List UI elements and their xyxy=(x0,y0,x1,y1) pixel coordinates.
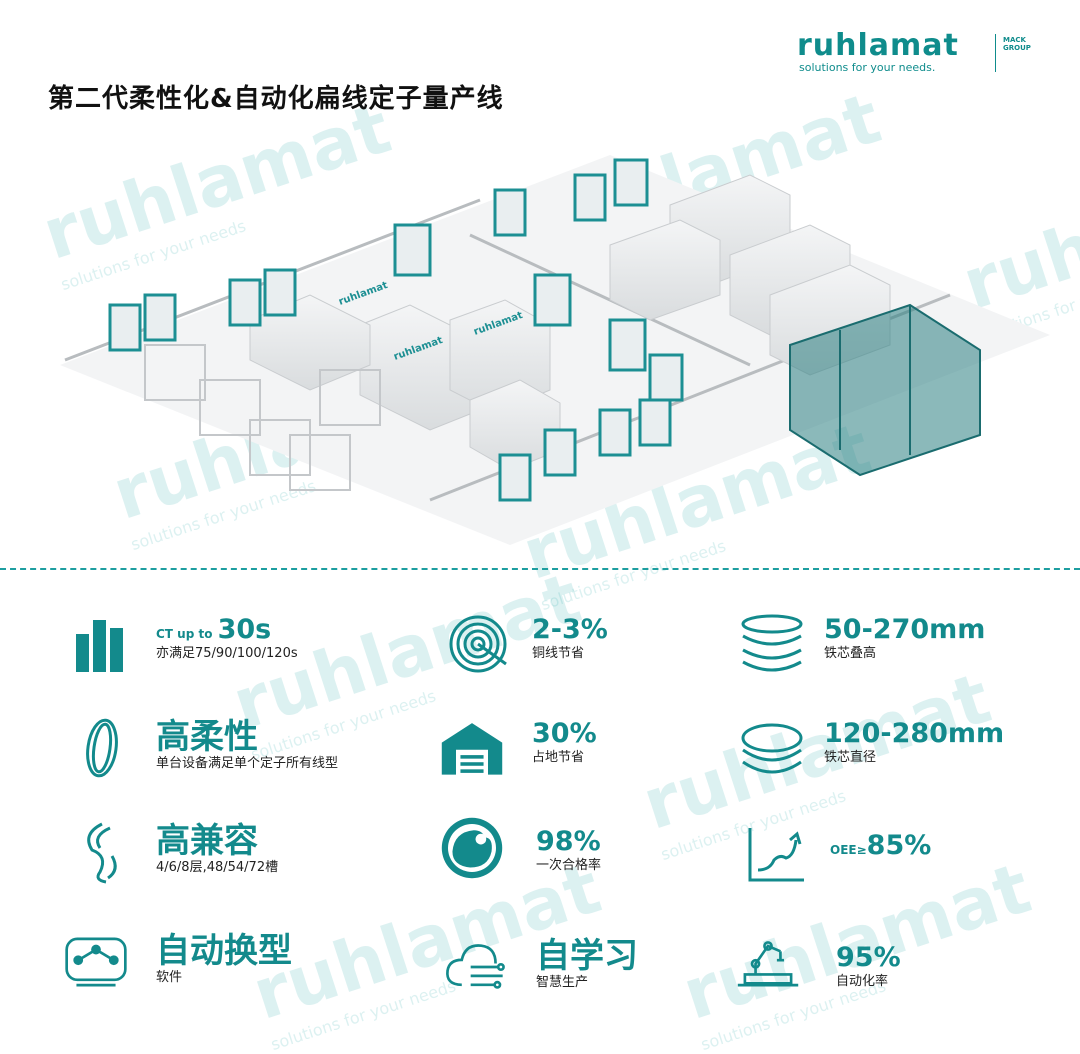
trend-chart-icon xyxy=(748,828,804,882)
feature-desc: 一次合格率 xyxy=(536,858,602,873)
core-stack-icon xyxy=(741,614,803,672)
feature-desc: 铁芯直径 xyxy=(824,750,877,765)
feature-oee: OEE≥85% xyxy=(746,822,1046,892)
feature-desc: 单台设备满足单个定子所有线型 xyxy=(156,756,339,771)
feature-value: 2-3% xyxy=(532,614,608,645)
display-screen-icon xyxy=(65,937,127,987)
feature-value: 85% xyxy=(866,830,932,861)
bar-chart-icon xyxy=(76,620,123,672)
copper-coil-icon xyxy=(449,615,507,673)
feature-stack-height: 50-270mm 铁芯叠高 xyxy=(740,612,1040,682)
feature-value: 30s xyxy=(217,614,272,645)
feature-desc: 4/6/8层,48/54/72槽 xyxy=(156,860,279,875)
feature-desc: 铁芯叠高 xyxy=(824,646,877,661)
feature-value: 98% xyxy=(536,826,601,857)
pass-rate-icon xyxy=(441,817,503,879)
logo-tagline: solutions for your needs. xyxy=(799,61,936,74)
feature-pass-rate: 98% 一次合格率 xyxy=(440,816,700,886)
feature-floor-saving: 30% 占地节省 xyxy=(440,716,700,786)
feature-core-diameter: 120-280mm 铁芯直径 xyxy=(740,716,1040,786)
feature-copper-saving: 2-3% 铜线节省 xyxy=(448,612,708,682)
feature-auto-changeover: 自动换型 软件 xyxy=(64,930,404,1000)
feature-desc: 自动化率 xyxy=(836,974,889,989)
feature-desc: 铜线节省 xyxy=(532,646,585,661)
compatibility-icon xyxy=(87,822,117,884)
cloud-learning-icon xyxy=(446,944,505,989)
feature-value: 高兼容 xyxy=(156,821,258,861)
feature-self-learning: 自学习 智慧生产 xyxy=(444,935,704,1005)
factory-building-icon xyxy=(441,723,503,775)
core-diameter-icon xyxy=(741,723,803,774)
page-title: 第二代柔性化&自动化扁线定子量产线 xyxy=(48,84,504,114)
flexible-ring-icon xyxy=(86,718,118,778)
feature-desc: 占地节省 xyxy=(532,750,585,765)
logo-wordmark: ruhlamat xyxy=(797,28,959,63)
feature-prefix: OEE≥ xyxy=(830,843,867,857)
feature-value: 50-270mm xyxy=(824,614,986,645)
feature-compatibility: 高兼容 4/6/8层,48/54/72槽 xyxy=(72,820,412,890)
robot-arm-icon xyxy=(737,941,799,987)
logo-group: MACK GROUP xyxy=(1003,36,1031,52)
production-line-illustration: ruhlamat ruhlamat ruhlamat xyxy=(60,155,1050,545)
feature-flexibility: 高柔性 单台设备满足单个定子所有线型 xyxy=(72,716,432,786)
feature-prefix: CT up to xyxy=(156,627,213,641)
feature-value: 自动换型 xyxy=(156,931,292,971)
feature-desc: 软件 xyxy=(156,970,183,985)
feature-desc: 亦满足75/90/100/120s xyxy=(156,646,298,661)
feature-value: 自学习 xyxy=(536,936,638,976)
feature-cycle-time: CT up to 30s 亦满足75/90/100/120s xyxy=(72,612,402,682)
section-divider xyxy=(0,568,1080,570)
feature-value: 高柔性 xyxy=(156,717,258,757)
feature-value: 30% xyxy=(532,718,597,749)
feature-automation-rate: 95% 自动化率 xyxy=(736,930,1036,1000)
feature-value: 120-280mm xyxy=(824,718,1005,749)
feature-desc: 智慧生产 xyxy=(536,975,589,990)
feature-value: 95% xyxy=(836,942,901,973)
brand-logo: ruhlamat solutions for your needs. MACK … xyxy=(797,28,1037,78)
logo-separator xyxy=(995,34,996,72)
